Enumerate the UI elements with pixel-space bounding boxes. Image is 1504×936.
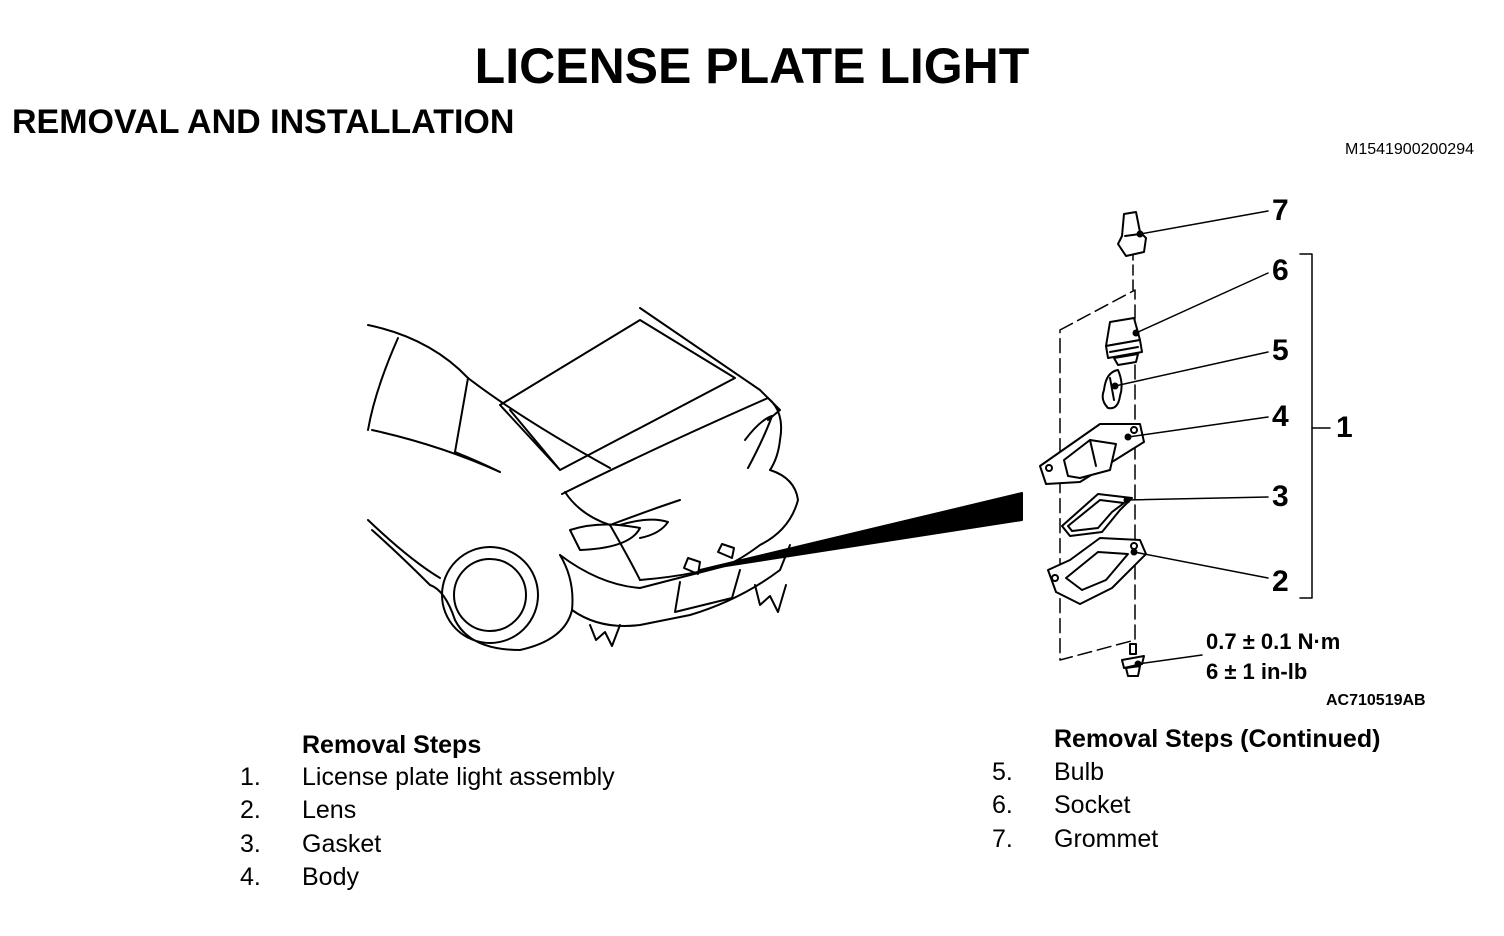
callout-2: 2 — [1272, 565, 1289, 598]
callout-7: 7 — [1272, 194, 1289, 227]
car-rear-illustration — [367, 307, 1023, 651]
removal-steps-continued-list: 5. Bulb 6. Socket 7. Grommet — [992, 758, 1159, 853]
document-id: M1541900200294 — [1344, 141, 1474, 158]
callout-3: 3 — [1272, 480, 1289, 513]
callout-5: 5 — [1272, 334, 1289, 367]
screw-part — [1121, 643, 1145, 677]
socket-part — [1105, 317, 1143, 366]
lens-part — [1047, 537, 1147, 605]
torque-metric: 0.7 ± 0.1 N·m — [1206, 629, 1341, 654]
bulb-part — [1101, 369, 1123, 410]
exploded-parts — [1039, 210, 1331, 677]
body-part — [1039, 423, 1145, 485]
callout-4: 4 — [1272, 400, 1289, 433]
removal-steps-continued-heading: Removal Steps (Continued) — [1054, 725, 1381, 753]
removal-steps-heading: Removal Steps — [302, 731, 482, 759]
removal-steps-list: 1. License plate light assembly 2. Lens … — [240, 763, 615, 891]
page-title: LICENSE PLATE LIGHT — [474, 38, 1030, 94]
callout-6: 6 — [1272, 254, 1289, 287]
illustration-id: AC710519AB — [1326, 692, 1426, 709]
gasket-part — [1061, 493, 1133, 537]
callout-1: 1 — [1336, 411, 1353, 444]
torque-imperial: 6 ± 1 in-lb — [1206, 659, 1308, 684]
section-heading: REMOVAL AND INSTALLATION — [12, 103, 515, 141]
